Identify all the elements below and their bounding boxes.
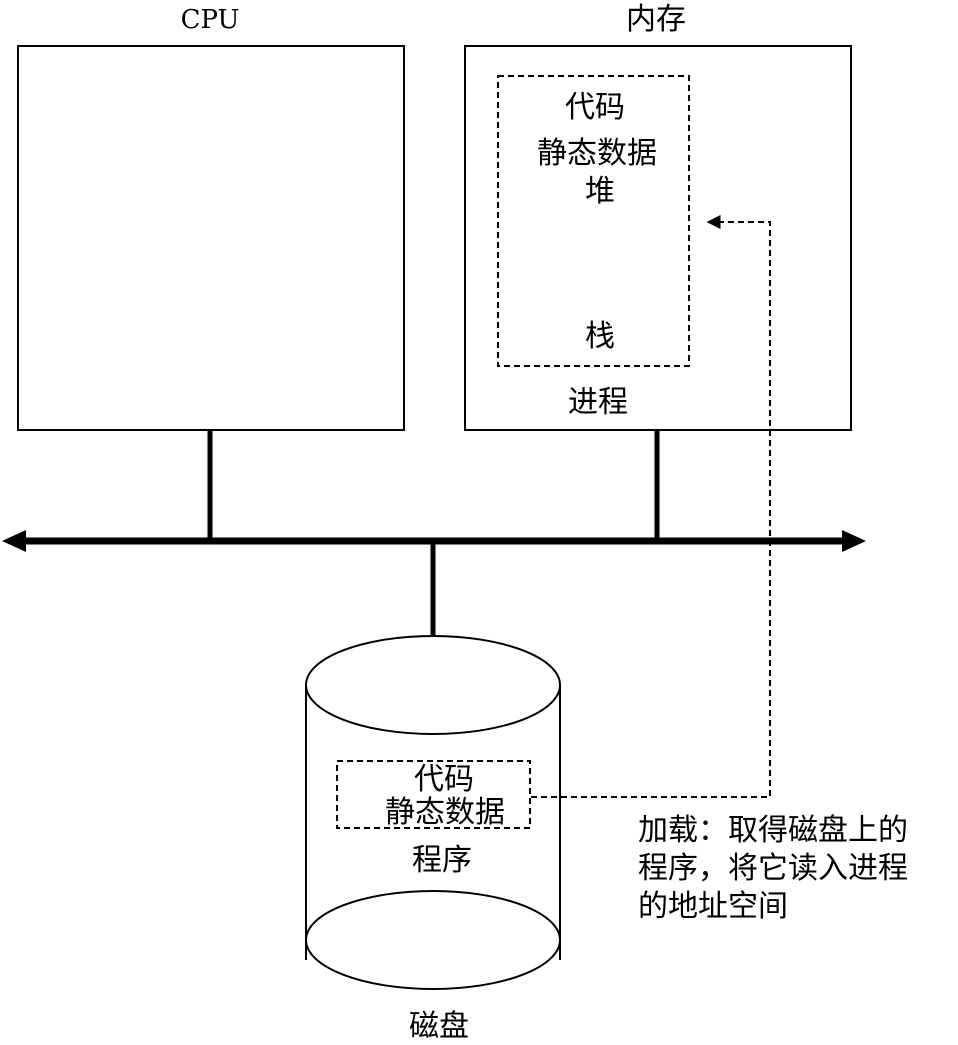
annotation-line-1: 加载：取得磁盘上的 bbox=[638, 813, 908, 848]
process-address-space bbox=[497, 75, 690, 367]
annotation-line-2: 程序，将它读入进程 bbox=[638, 851, 908, 886]
process-label: 进程 bbox=[568, 385, 628, 420]
process-heap-label: 堆 bbox=[585, 174, 615, 209]
process-stack-label: 栈 bbox=[585, 319, 615, 354]
disk-code-label: 代码 bbox=[414, 762, 474, 797]
memory-box bbox=[464, 45, 852, 431]
cpu-label: CPU bbox=[181, 5, 240, 35]
load-annotation: 加载：取得磁盘上的 程序，将它读入进程 的地址空间 bbox=[638, 813, 908, 924]
bus-arrow-left-icon bbox=[2, 530, 26, 552]
memory-label: 内存 bbox=[626, 2, 686, 37]
system-bus bbox=[2, 530, 866, 552]
bus-arrow-right-icon bbox=[842, 530, 866, 552]
disk-label: 磁盘 bbox=[409, 1009, 469, 1044]
disk-static-data-label: 静态数据 bbox=[385, 795, 505, 830]
process-static-data-label: 静态数据 bbox=[537, 136, 657, 171]
annotation-line-3: 的地址空间 bbox=[638, 889, 788, 924]
program-label: 程序 bbox=[412, 843, 472, 878]
disk-cylinder bbox=[305, 635, 561, 990]
cpu-box bbox=[17, 45, 405, 431]
process-code-label: 代码 bbox=[565, 90, 625, 125]
load-path-arrow bbox=[531, 215, 771, 798]
